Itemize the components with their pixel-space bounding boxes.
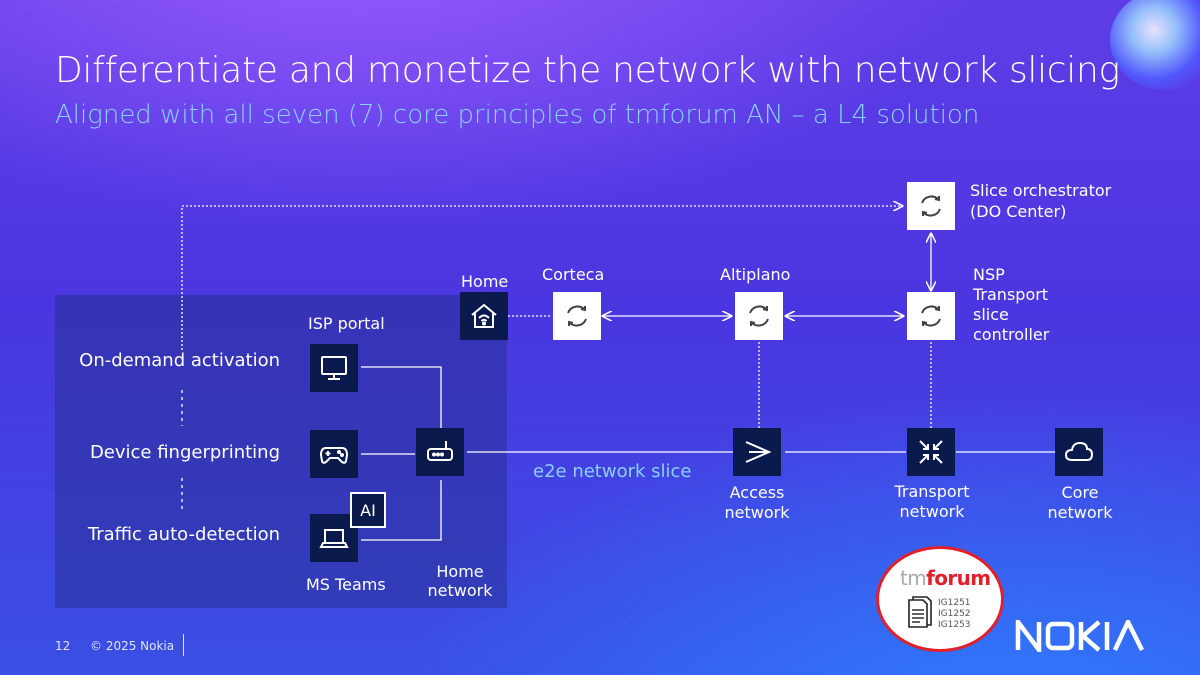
sync-icon: [735, 292, 783, 340]
cloud-icon: [1055, 428, 1103, 476]
row-device-fingerprinting: Device fingerprinting: [89, 442, 280, 463]
row-on-demand-activation: On-demand activation: [79, 350, 280, 371]
home-wifi-icon: [460, 292, 508, 340]
tmforum-logo: tmforum: [900, 566, 991, 590]
doc-ig1251: IG1251: [938, 598, 971, 608]
document-icon: [908, 596, 932, 628]
orchestrator-link: [181, 206, 902, 350]
copyright: © 2025 Nokia: [90, 639, 175, 653]
chip-icon: AI: [350, 492, 386, 528]
footer-divider: [183, 634, 184, 656]
ai-badge: AI: [360, 500, 376, 520]
decorative-orb: [1110, 0, 1200, 90]
row-traffic-auto-detection: Traffic auto-detection: [87, 524, 280, 545]
tmforum-badge: [876, 546, 1004, 652]
router-icon: [416, 428, 464, 476]
nsp-label: NSP Transport slice controller: [973, 265, 1050, 344]
slide-subtitle: Aligned with all seven (7) core principl…: [55, 100, 980, 130]
isp-portal-label: ISP portal: [308, 314, 385, 333]
transport-arrows-icon: [907, 428, 955, 476]
doc-ig1253: IG1253: [938, 620, 971, 630]
nokia-logo: [1015, 620, 1145, 652]
page-number: 12: [55, 639, 71, 653]
access-arrow-icon: [733, 428, 781, 476]
slice-orchestrator-label: Slice orchestrator (DO Center): [970, 181, 1112, 221]
ms-teams-label: MS Teams: [306, 575, 386, 594]
sync-icon: [553, 292, 601, 340]
sync-icon: [907, 182, 955, 230]
altiplano-label: Altiplano: [720, 265, 791, 284]
gamepad-icon: [310, 430, 358, 478]
slide-title: Differentiate and monetize the network w…: [55, 50, 1120, 91]
doc-ig1252: IG1252: [938, 609, 971, 619]
e2e-network-slice-label: e2e network slice: [533, 461, 692, 482]
sync-icon: [907, 292, 955, 340]
monitor-icon: [310, 344, 358, 392]
home-label: Home: [461, 272, 509, 291]
corteca-label: Corteca: [542, 265, 605, 284]
